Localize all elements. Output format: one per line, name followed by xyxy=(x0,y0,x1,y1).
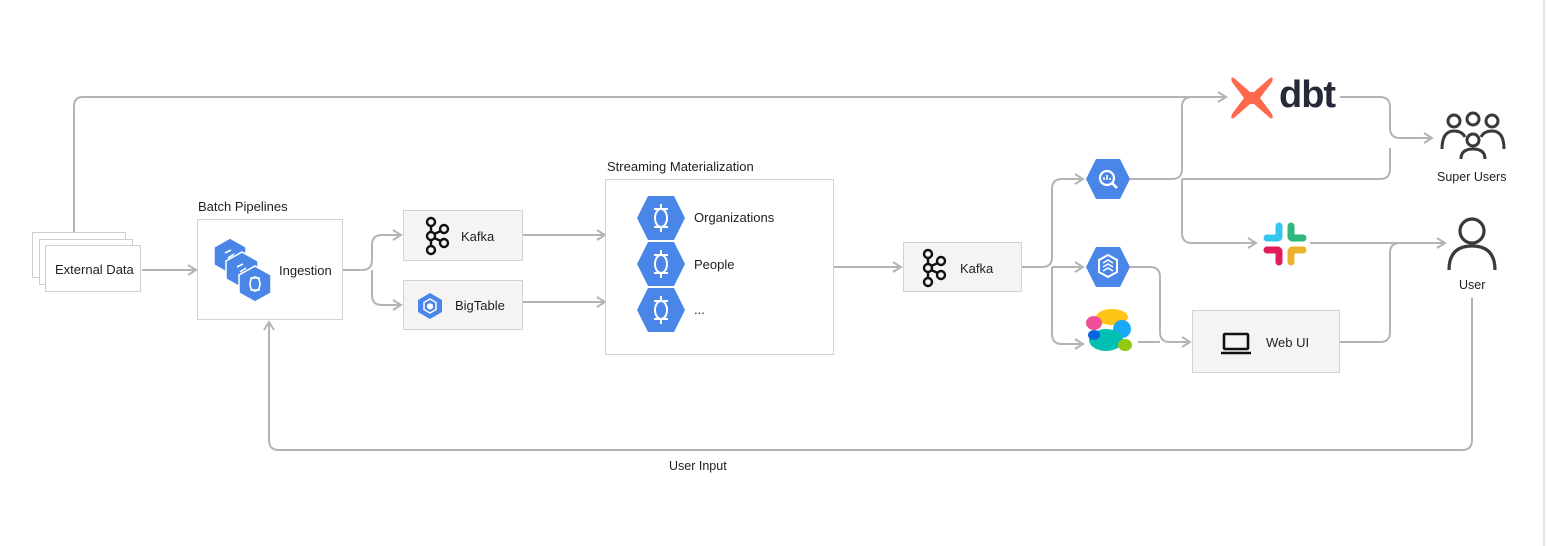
slack-icon xyxy=(1263,222,1307,266)
kafka-box-1: Kafka xyxy=(403,210,523,261)
bigtable-box: BigTable xyxy=(403,280,523,330)
arrow-batch-to-kafka xyxy=(343,229,403,271)
arrow-user-input-loop xyxy=(263,298,1473,451)
bigtable-label: BigTable xyxy=(455,298,505,313)
web-ui-box: Web UI xyxy=(1192,310,1340,373)
streaming-title: Streaming Materialization xyxy=(607,159,754,174)
arrow-bigquery-to-slack xyxy=(1181,179,1258,249)
web-ui-label: Web UI xyxy=(1266,335,1310,350)
stream-item-organizations: Organizations xyxy=(694,210,775,225)
ingestion-label: Ingestion xyxy=(279,263,332,278)
kafka-box-2: Kafka xyxy=(903,242,1022,292)
arrow-datastore-to-webui xyxy=(1130,266,1192,348)
arrow-kafka-to-elastic xyxy=(1051,267,1085,350)
user-label: User xyxy=(1459,278,1486,292)
external-data-label: External Data xyxy=(55,262,134,277)
kafka-icon xyxy=(425,216,450,256)
user-input-label: User Input xyxy=(669,459,727,473)
laptop-icon xyxy=(1221,332,1251,355)
dbt-label: dbt xyxy=(1279,74,1336,116)
arrow-batch-to-bigtable xyxy=(371,270,403,311)
batch-pipelines-box: Ingestion xyxy=(197,219,343,320)
stream-item-people: People xyxy=(694,257,735,272)
dataflow-icon-people xyxy=(637,242,685,286)
dataflow-icon-more xyxy=(637,288,685,332)
datastore-icon xyxy=(1086,247,1130,287)
dataflow-stack-icon xyxy=(213,237,272,303)
bigquery-icon xyxy=(1086,159,1130,199)
arrow-bigquery-to-dbt xyxy=(1130,96,1193,180)
external-data-doc-back-0 xyxy=(45,245,141,292)
elasticsearch-icon xyxy=(1086,309,1132,351)
streaming-box: Organizations People ... xyxy=(605,179,834,355)
bigtable-icon xyxy=(418,293,442,319)
batch-pipelines-title: Batch Pipelines xyxy=(198,199,288,214)
dataflow-icon-organizations xyxy=(637,196,685,240)
arrow-webui-to-user xyxy=(1340,242,1401,343)
stream-item-more: ... xyxy=(694,302,705,317)
arrow-external-to-dbt xyxy=(73,91,1228,232)
user-icon xyxy=(1447,217,1497,271)
kafka-label-2: Kafka xyxy=(960,261,994,276)
arrow-dbt-to-super-users xyxy=(1340,96,1434,144)
kafka-icon-2 xyxy=(922,248,947,288)
kafka-label-1: Kafka xyxy=(461,229,495,244)
dbt-logo-icon xyxy=(1231,77,1273,119)
super-users-icon xyxy=(1440,111,1506,160)
arrow-kafka-to-bigquery xyxy=(1022,173,1085,268)
right-edge-divider xyxy=(1543,0,1545,546)
arrow-bigquery-to-super-users xyxy=(1182,148,1391,180)
super-users-label: Super Users xyxy=(1437,170,1507,184)
